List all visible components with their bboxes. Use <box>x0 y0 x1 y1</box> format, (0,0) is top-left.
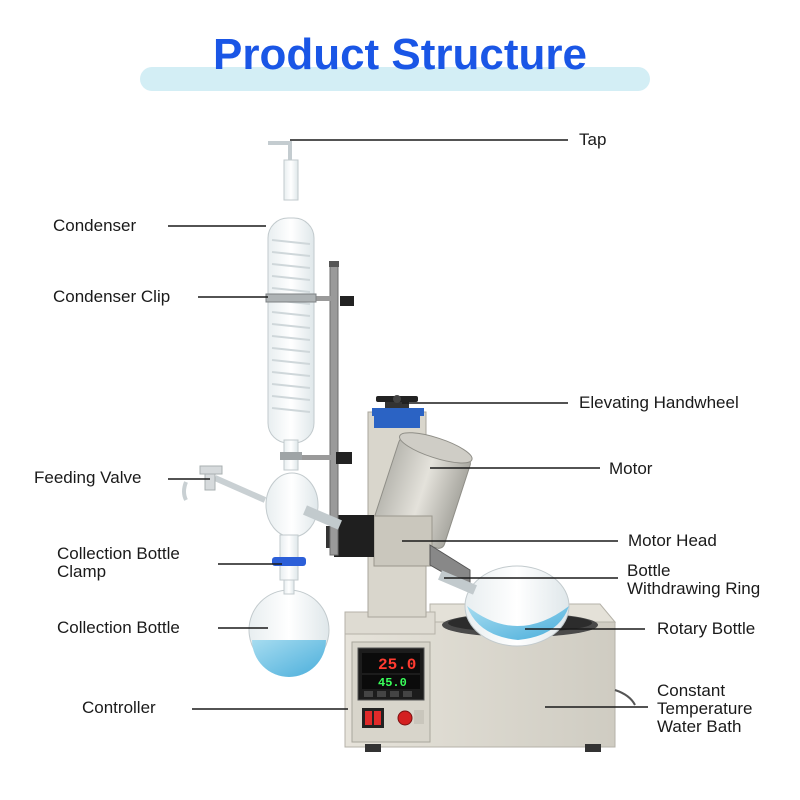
label-constant-temperature-water-bath: Constant Temperature Water Bath <box>657 681 753 736</box>
label-collection-bottle-clamp: Collection Bottle Clamp <box>57 544 180 581</box>
label-tap: Tap <box>579 130 607 149</box>
label-condenser: Condenser <box>53 216 137 235</box>
page-title: Product Structure <box>212 30 588 79</box>
controller-panel: 25.0 45.0 <box>351 641 431 743</box>
label-collection-bottle: Collection Bottle <box>57 618 180 637</box>
title-highlight <box>140 67 650 91</box>
display-sv: 45.0 <box>378 676 407 690</box>
condenser <box>265 141 342 538</box>
label-condenser-clip: Condenser Clip <box>53 287 171 306</box>
label-rotary-bottle: Rotary Bottle <box>657 619 756 638</box>
display-pv: 25.0 <box>378 656 416 674</box>
leader-lines <box>168 139 648 710</box>
rotary-bottle <box>438 565 570 647</box>
label-controller: Controller <box>82 698 156 717</box>
label-motor-head: Motor Head <box>628 531 717 550</box>
motor <box>326 432 473 589</box>
feeding-valve <box>182 465 267 503</box>
label-feeding-valve: Feeding Valve <box>34 468 142 487</box>
label-motor: Motor <box>609 459 653 478</box>
label-elevating-handwheel: Elevating Handwheel <box>579 393 739 412</box>
collection-bottle <box>248 534 330 677</box>
label-bottle-withdrawing-ring: Bottle Withdrawing Ring <box>627 561 761 598</box>
